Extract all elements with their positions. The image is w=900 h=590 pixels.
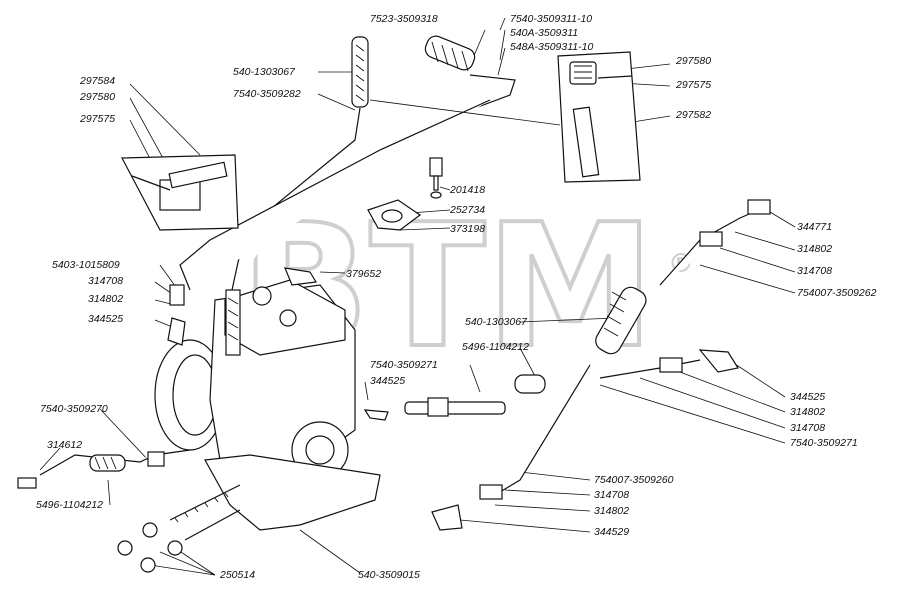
part-label: 314708 [594,489,629,501]
right-sleeve [595,286,647,355]
nut [140,557,156,573]
part-label: 754007-3509260 [594,474,674,486]
part-label: 548A-3509311-10 [510,41,593,53]
part-label: 314802 [790,406,825,418]
right-mid-nut [659,357,683,373]
upper-pipe-assembly [179,35,561,291]
center-tube [404,401,506,415]
part-label: 297580 [675,55,711,67]
part-label: 252734 [449,204,485,216]
right-top-nut [699,231,723,247]
right-hose-assembly [431,199,771,531]
part-label: 201418 [449,184,485,196]
left-elbow [167,317,186,346]
part-label: 344525 [370,375,405,387]
part-label: 540-1303067 [465,316,528,328]
left-clamp-detail-box [121,154,239,231]
bolt-head [429,157,443,177]
part-labels: 7523-3509318 7540-3509311-10 540A-350931… [36,13,877,581]
part-label: 7540-3509271 [790,437,858,449]
left-end-fitting [17,477,37,489]
part-label: 297582 [675,109,711,121]
part-label: 7523-3509318 [370,13,438,25]
compressor-body [154,267,381,531]
bolt-and-clamp [367,157,443,231]
nut [167,540,183,556]
upper-hose [351,36,369,108]
part-label: 754007-3509262 [797,287,877,299]
elbow-fitting-top [284,267,317,286]
part-label: 314802 [594,505,629,517]
lower-nut [479,484,503,500]
part-label: 540A-3509311 [510,27,578,39]
part-label: 7540-3509311-10 [510,13,592,25]
left-nut [169,284,185,306]
part-label: 297575 [675,79,711,91]
head-fitting [252,286,272,306]
left-clamp-strap [168,161,228,189]
part-label: 314612 [47,439,82,451]
part-label: 297580 [79,91,115,103]
clamp-part [569,61,597,85]
left-mid-nut [147,451,165,467]
part-label: 297584 [79,75,115,87]
part-label: 314802 [88,293,123,305]
part-label: 5496-1104212 [36,499,103,511]
nut [117,540,133,556]
part-label: 250514 [219,569,255,581]
part-label: 373198 [450,223,485,235]
part-label: 314708 [790,422,825,434]
part-label: 7540-3509271 [370,359,438,371]
part-label: 344525 [88,313,123,325]
part-label: 314802 [797,243,832,255]
mounting-base [204,454,381,531]
part-label: 314708 [88,275,123,287]
clamp-strip [572,106,600,178]
center-elbow [363,409,389,421]
end-hose [424,35,476,71]
part-label: 297575 [79,113,115,125]
studs-and-nuts [117,484,241,573]
part-label: 379652 [346,268,381,280]
part-label: 540-1303067 [233,66,296,78]
part-label: 344529 [594,526,629,538]
right-top-fitting [747,199,771,215]
center-nut [427,397,449,417]
clamp-detail-box [557,51,641,183]
part-label: 540-3509015 [358,569,420,581]
left-fittings [167,284,186,346]
center-hose-assembly [363,374,546,421]
center-sleeve [514,374,546,394]
lower-elbow [431,504,463,531]
part-label: 344771 [797,221,832,233]
part-label: 7540-3509270 [40,403,108,415]
part-label: 344525 [790,391,825,403]
part-label: 7540-3509282 [233,88,301,100]
nut [142,522,158,538]
lower-left-hose [17,449,191,489]
right-elbow [698,349,739,373]
part-label: 5496-1104212 [462,341,529,353]
part-label: 314708 [797,265,832,277]
part-label: 5403-1015809 [52,259,120,271]
